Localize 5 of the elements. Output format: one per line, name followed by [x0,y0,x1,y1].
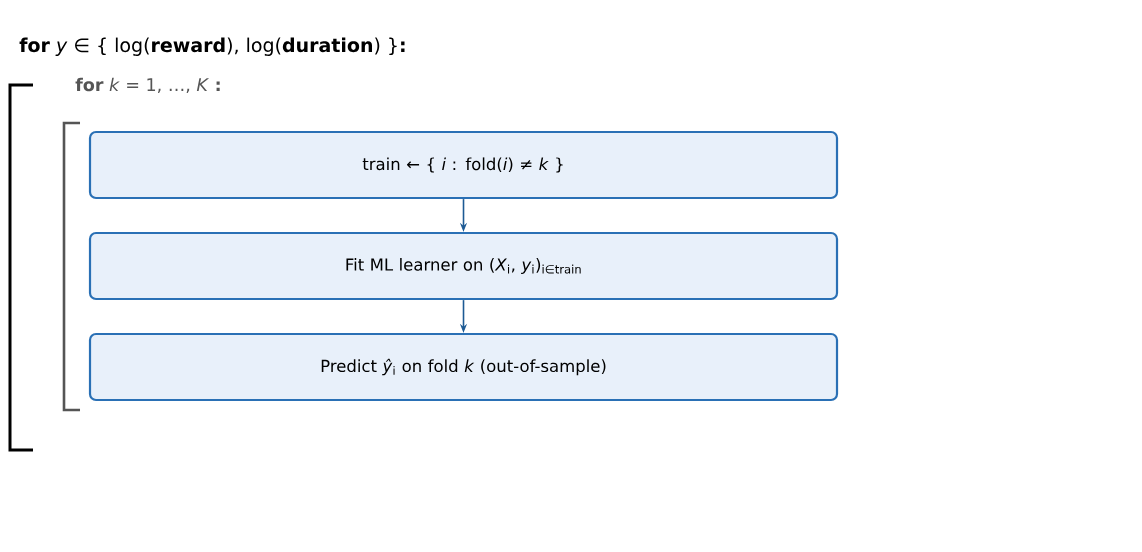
process-box: train ← { i : fold(i) ≠ k } [88,130,839,200]
heading: for y ∈ { log(reward), log(duration) }: [19,37,405,56]
loop-heading: for k = 1, …, K : [75,77,220,94]
process-box: Fit ML learner on (X$_{i}$, y$_{i}$)$_{i∈train}$ [88,231,839,301]
process-box: Predict ŷ$_{i}$ on fold k (out-of-sample) [88,332,839,402]
